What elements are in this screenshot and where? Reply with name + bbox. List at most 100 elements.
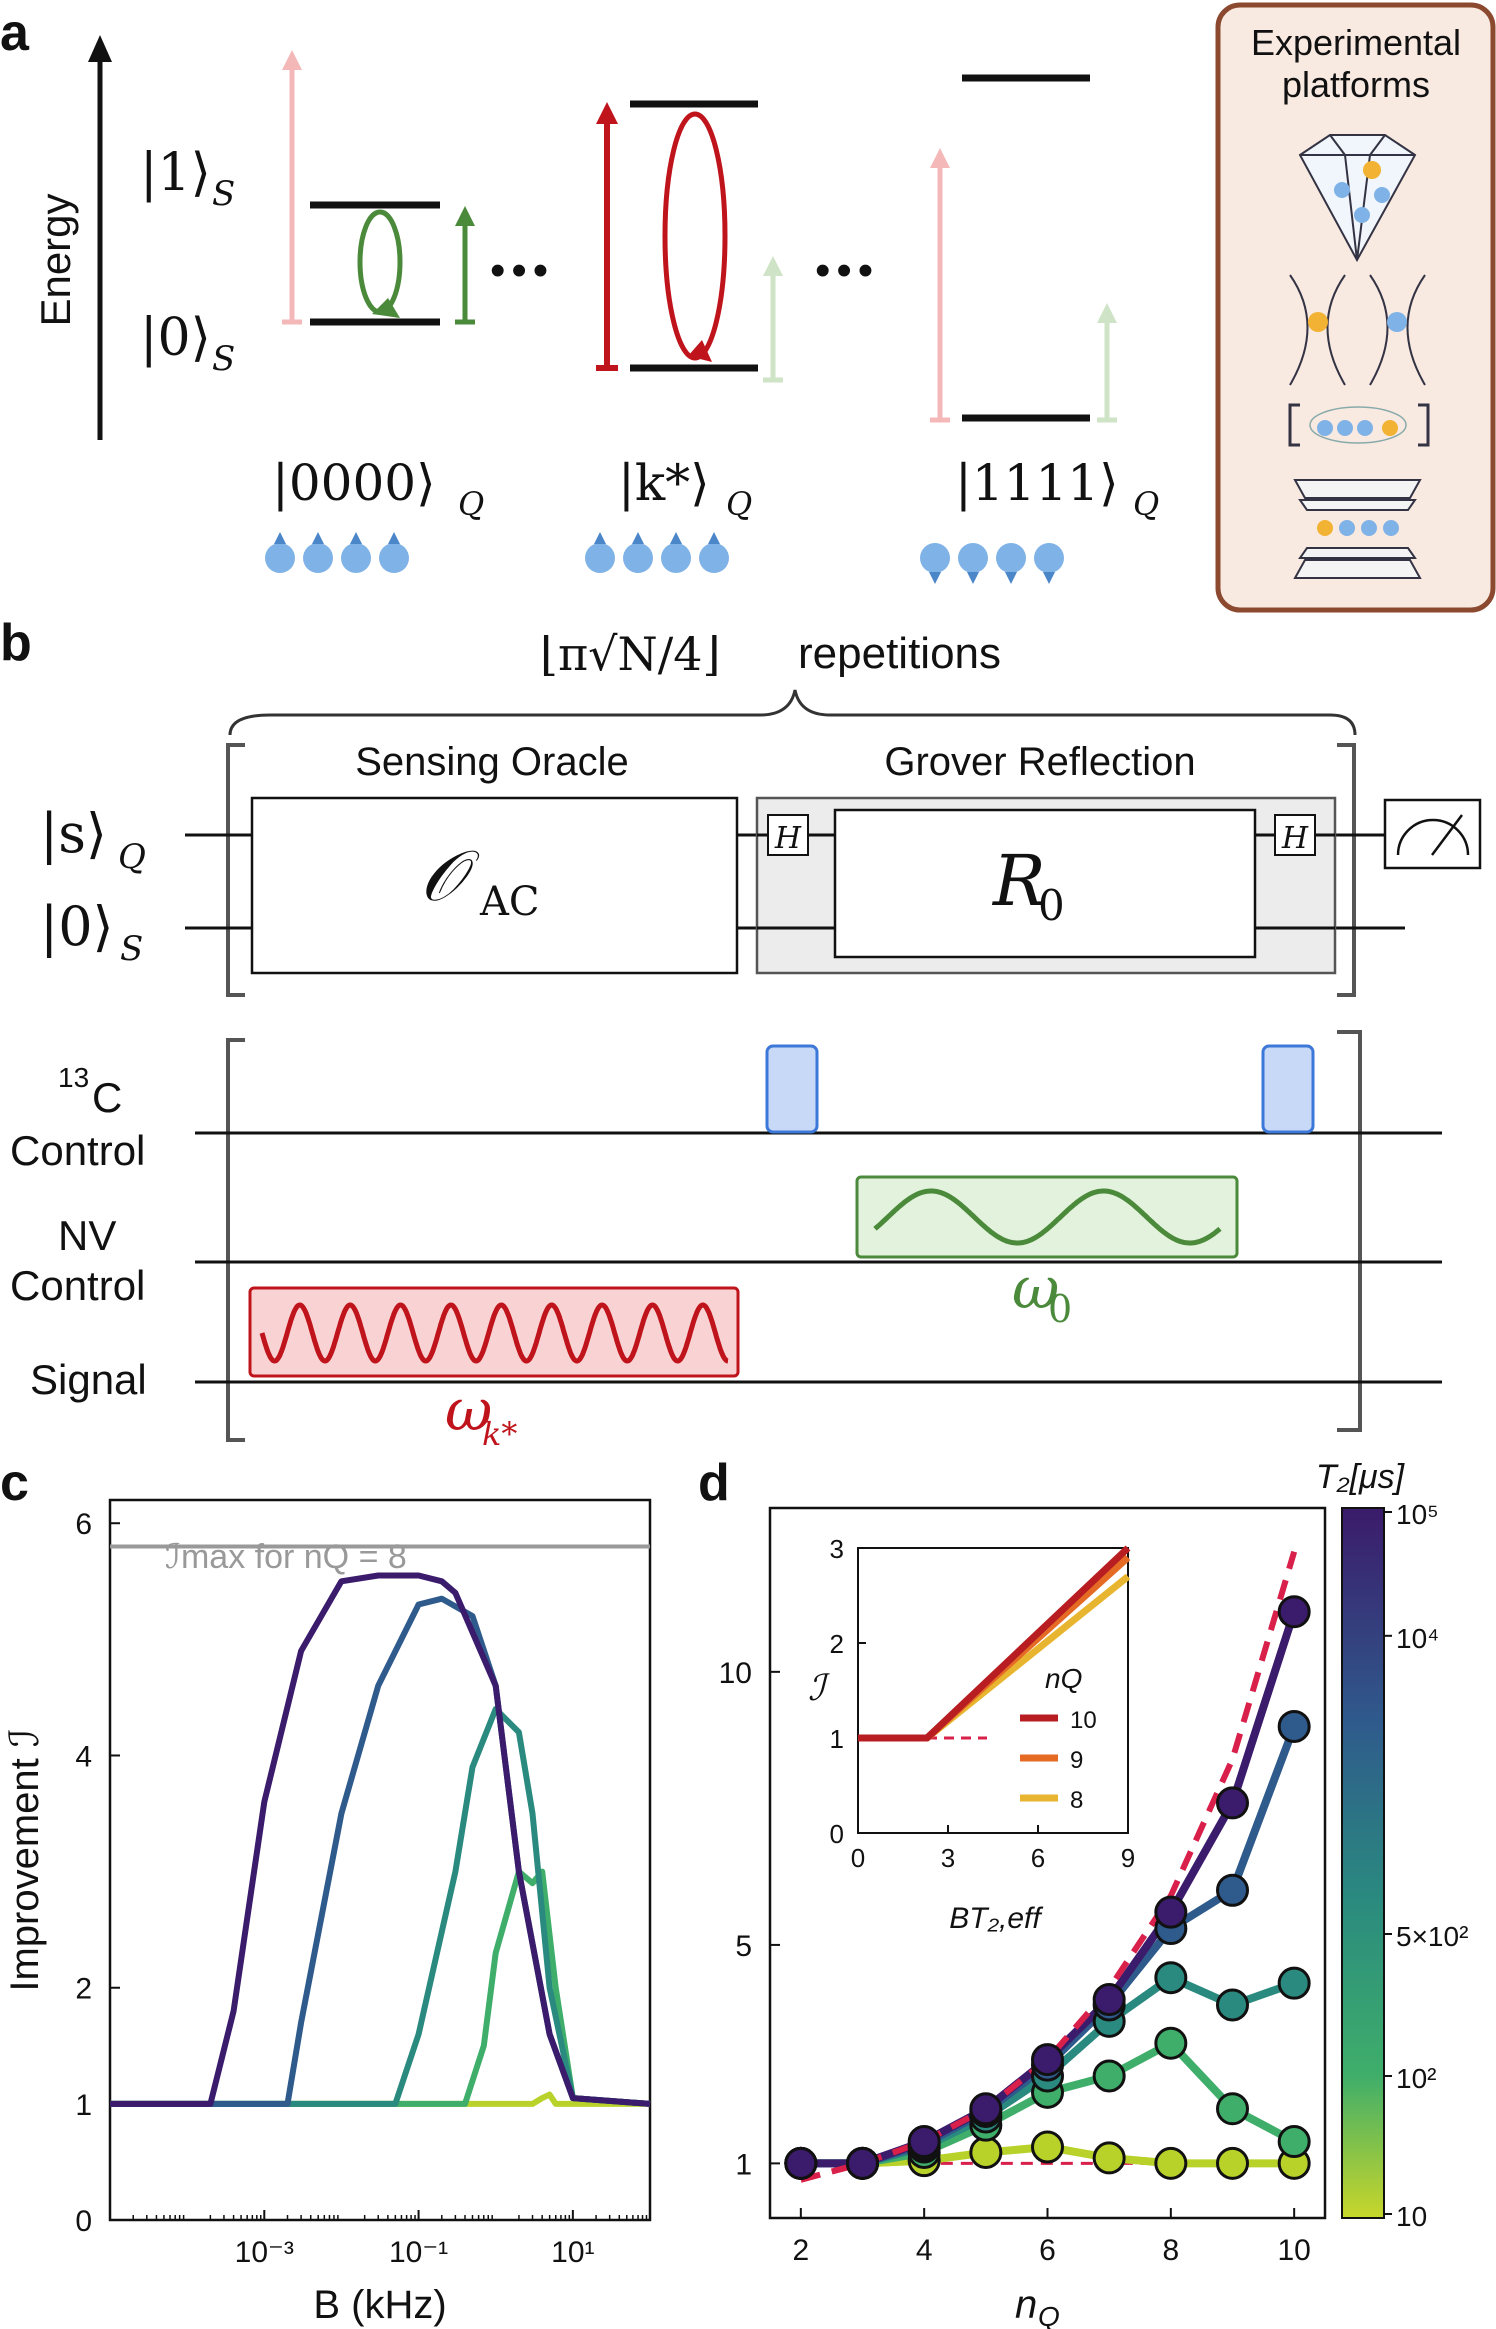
svg-text:AC: AC xyxy=(479,879,540,925)
hadamard-label-right: H xyxy=(1281,821,1309,856)
d-data-point xyxy=(846,2146,879,2180)
spin-arrow-icon xyxy=(1043,572,1055,584)
pulse-bracket-right xyxy=(1337,1030,1362,1432)
svg-text:S: S xyxy=(212,339,235,379)
spin-arrow-icon xyxy=(632,532,644,544)
d-data-point xyxy=(1031,2130,1064,2164)
svg-text:NV: NV xyxy=(58,1212,116,1259)
c-xtick-label: 10¹ xyxy=(551,2236,594,2269)
colorbar xyxy=(1341,1507,1385,2219)
repetitions-label: ⌊π√N/4⌋ repetitions xyxy=(540,627,1001,681)
d-data-point xyxy=(1031,2043,1064,2077)
state-1111-levels xyxy=(930,74,1117,423)
svg-text:S: S xyxy=(120,929,143,969)
plot-c-xlabel: B (kHz) xyxy=(313,2283,446,2327)
d-data-point xyxy=(1277,2125,1311,2159)
inset-legend: nQ 10 9 8 xyxy=(1020,1663,1097,1814)
svg-text:|k*⟩: |k*⟩ xyxy=(618,454,710,512)
d-xtick-label: 10 xyxy=(1277,2234,1310,2267)
inset-xtick-label: 3 xyxy=(941,1843,955,1873)
ket-0000-label: |0000⟩ Q xyxy=(272,454,484,523)
spin-arrow-icon xyxy=(388,532,400,544)
spin-arrow-icon xyxy=(929,572,941,584)
inset-xtick-label: 9 xyxy=(1121,1843,1135,1873)
c-ytick-label: 0 xyxy=(75,2205,92,2238)
spin-up-icon xyxy=(303,543,333,573)
c13-pulse-right xyxy=(1261,1044,1315,1134)
d-scaling-reference xyxy=(800,1550,1298,2183)
platforms-box xyxy=(1215,2,1496,613)
d-data-point xyxy=(784,2146,818,2180)
svg-text:⌊π√N/4⌋: ⌊π√N/4⌋ xyxy=(540,627,720,681)
energy-label: Energy xyxy=(32,193,79,326)
colorbar-tick-label: 5×10² xyxy=(1396,1921,1468,1952)
plot-d-series xyxy=(784,1550,1311,2183)
svg-text:nQ: nQ xyxy=(1045,1663,1082,1694)
spin-up-icon xyxy=(265,543,295,573)
ellipsis-2: ••• xyxy=(815,246,879,295)
spin-arrow-icon xyxy=(967,572,979,584)
svg-text:Q: Q xyxy=(1038,2301,1060,2329)
svg-text:|1111⟩: |1111⟩ xyxy=(955,454,1119,512)
d-data-point xyxy=(1216,2092,1249,2126)
colorbar-tick-label: 10 xyxy=(1396,2201,1427,2232)
colorbar-tick-label: 10⁴ xyxy=(1396,1623,1439,1654)
oracle-gate xyxy=(250,796,739,975)
spin-up-icon xyxy=(623,543,653,573)
d-data-point xyxy=(969,2135,1003,2169)
signal-waveform xyxy=(259,1302,729,1364)
d-data-point xyxy=(1277,1709,1311,1743)
spin-up-icon xyxy=(379,543,409,573)
c13-control-label: 13 C Control xyxy=(10,1062,145,1174)
panel-label-d: d xyxy=(698,1454,730,1512)
plot-c-imax-label: ℐmax for nQ = 8 xyxy=(165,1538,407,1576)
d-data-point xyxy=(1216,2146,1249,2180)
d-data-point xyxy=(1216,1786,1249,1820)
svg-text:C: C xyxy=(92,1074,122,1121)
reflection-gate-label: R 0 xyxy=(991,840,1065,930)
circuit-bracket-left xyxy=(226,743,245,997)
inset-xtick-label: 6 xyxy=(1031,1843,1045,1873)
svg-text:Control: Control xyxy=(10,1127,145,1174)
d-data-point xyxy=(1092,1983,1126,2017)
svg-text:|0000⟩: |0000⟩ xyxy=(272,454,436,512)
spin-arrow-icon xyxy=(1005,572,1017,584)
spin-down-icon xyxy=(996,543,1026,573)
spin-up-icon xyxy=(341,543,371,573)
spin-arrow-icon xyxy=(312,532,324,544)
svg-text:10: 10 xyxy=(1070,1707,1097,1734)
ket-kstar-label: |k*⟩ Q xyxy=(618,454,752,523)
c-ytick-label: 4 xyxy=(75,1740,92,1773)
c-series-line xyxy=(110,1595,651,2107)
state-0000-levels xyxy=(282,50,475,326)
neutral-atoms-icon xyxy=(1289,274,1426,386)
sensor-excited-label: |1⟩ S xyxy=(140,143,235,214)
colorbar-title: T₂[μs] xyxy=(1316,1458,1406,1496)
svg-text:S: S xyxy=(212,174,235,214)
d-data-point xyxy=(1154,1895,1188,1929)
plot-d-xlabel: n Q xyxy=(1015,2283,1060,2329)
d-data-point xyxy=(1154,2026,1188,2060)
d-data-point xyxy=(1277,1966,1311,2000)
d-data-point xyxy=(969,2092,1003,2126)
measurement-meter-icon xyxy=(1383,798,1482,870)
spin-down-icon xyxy=(920,543,950,573)
inset-ytick-label: 1 xyxy=(830,1724,844,1754)
nv-diamond-icon xyxy=(1298,134,1417,263)
c-ytick-label: 6 xyxy=(75,1508,92,1541)
qubit-spins xyxy=(265,532,1064,584)
d-data-point xyxy=(1216,1988,1249,2022)
d-data-point xyxy=(1154,2146,1188,2180)
spin-arrow-icon xyxy=(594,532,606,544)
spin-down-icon xyxy=(1034,543,1064,573)
inset-xtick-label: 0 xyxy=(851,1843,865,1873)
c-ytick-label: 2 xyxy=(75,1973,92,2006)
pulse-bracket-left xyxy=(226,1038,245,1442)
d-xtick-label: 8 xyxy=(1162,2234,1179,2267)
svg-text:9: 9 xyxy=(1070,1747,1083,1774)
sensor-ground-label: |0⟩ S xyxy=(140,308,235,379)
omegak-label: ω k* xyxy=(445,1376,517,1453)
spin-arrow-icon xyxy=(350,532,362,544)
state-kstar-levels xyxy=(596,100,783,383)
